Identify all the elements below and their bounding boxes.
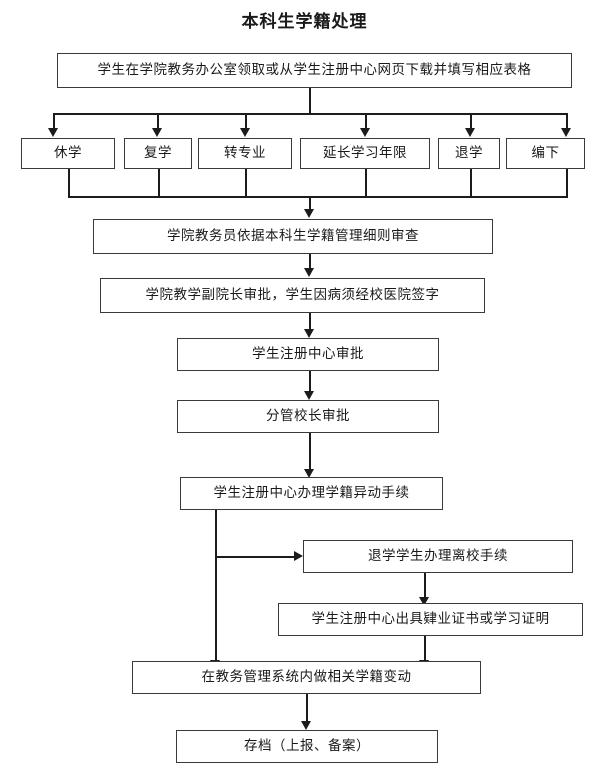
arrowhead-to-process — [304, 469, 314, 478]
page-title: 本科生学籍处理 — [241, 12, 368, 31]
arrowhead-to-opt2 — [152, 128, 162, 137]
arrowhead-to-opt1 — [48, 128, 58, 137]
connector-opt5-to-merge — [470, 169, 472, 197]
connector-opt6-to-merge — [566, 169, 568, 197]
node-leave-school: 退学学生办理离校手续 — [303, 540, 573, 573]
node-option-fuxue: 复学 — [124, 138, 192, 169]
node-option-bianxia: 编下 — [506, 138, 585, 169]
node-start: 学生在学院教务办公室领取或从学生注册中心网页下载并填写相应表格 — [57, 53, 572, 88]
connector-opt4-to-merge — [365, 169, 367, 197]
node-review: 学院教务员依据本科生学籍管理细则审查 — [93, 219, 493, 254]
connector-opt1-to-merge — [68, 169, 70, 197]
connector-dean-to-center — [309, 313, 311, 330]
node-option-zhuanzhuanye: 转专业 — [198, 138, 292, 169]
connector-bus-to-opt2 — [157, 113, 159, 129]
connector-bus-to-opt3 — [245, 113, 247, 129]
arrowhead-to-leave-school — [294, 551, 303, 561]
connector-bus-to-opt4 — [365, 113, 367, 129]
node-certificate: 学生注册中心出具肄业证书或学习证明 — [278, 603, 583, 636]
connector-merge-to-review — [309, 196, 311, 210]
arrowhead-to-review — [304, 209, 314, 218]
connector-opt2-to-merge — [158, 169, 160, 197]
connector-merge-bus — [68, 196, 568, 198]
arrowhead-to-archive — [301, 721, 311, 730]
connector-center-to-president — [309, 371, 311, 392]
arrowhead-to-center — [304, 329, 314, 338]
node-approve-dean: 学院教学副院长审批，学生因病须经校医院签字 — [100, 278, 485, 313]
node-option-tuixue: 退学 — [438, 138, 500, 169]
arrowhead-to-opt4 — [360, 128, 370, 137]
node-process: 学生注册中心办理学籍异动手续 — [180, 477, 443, 510]
connector-process-down — [215, 510, 217, 668]
connector-bus-to-opt5 — [470, 113, 472, 129]
arrowhead-to-opt5 — [465, 128, 475, 137]
connector-certificate-to-system — [424, 636, 426, 668]
arrowhead-to-president — [304, 391, 314, 400]
arrowhead-to-certificate — [419, 597, 429, 606]
connector-process-to-leave-school — [215, 556, 295, 558]
connector-president-to-process — [309, 433, 311, 470]
node-option-yanchang: 延长学习年限 — [300, 138, 430, 169]
connector-bus-to-opt6 — [566, 113, 568, 129]
connector-review-to-dean — [309, 254, 311, 269]
connector-fanout-bus — [53, 113, 567, 115]
arrowhead-to-opt3 — [240, 128, 250, 137]
connector-leave-school-to-certificate — [424, 573, 426, 598]
arrowhead-to-dean — [304, 268, 314, 277]
arrowhead-to-opt6 — [561, 128, 571, 137]
node-approve-center: 学生注册中心审批 — [177, 338, 439, 371]
connector-opt3-to-merge — [245, 169, 247, 197]
node-archive: 存档（上报、备案） — [176, 730, 438, 763]
connector-system-to-archive — [306, 694, 308, 722]
node-approve-president: 分管校长审批 — [177, 400, 439, 433]
node-system-update: 在教务管理系统内做相关学籍变动 — [132, 661, 481, 694]
connector-start-to-bus — [309, 88, 311, 114]
node-option-xiuxue: 休学 — [21, 138, 115, 169]
connector-bus-to-opt1 — [53, 113, 55, 129]
